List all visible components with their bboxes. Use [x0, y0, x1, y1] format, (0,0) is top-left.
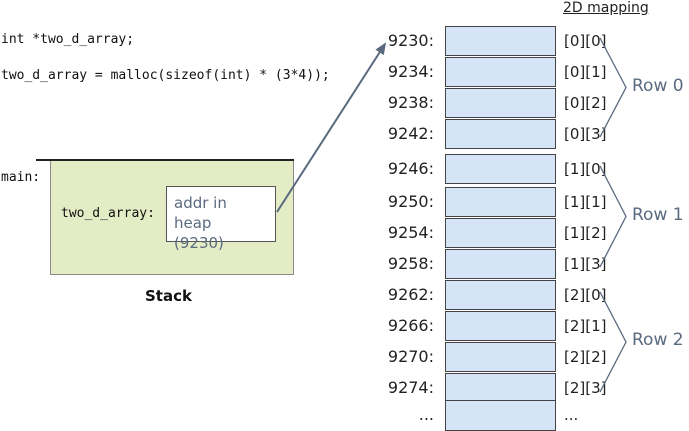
heap-cell: [445, 187, 556, 217]
heap-cell: [445, 119, 556, 149]
mapping-header: 2D mapping: [563, 0, 649, 16]
heap-cell: [445, 400, 556, 431]
stack-frame-top-line: [36, 159, 294, 161]
heap-2d-index: [0][2]: [564, 94, 607, 112]
row-label: Row 1: [632, 204, 684, 225]
heap-2d-index: [0][1]: [564, 63, 607, 81]
code-line-malloc: two_d_array = malloc(sizeof(int) * (3*4)…: [1, 68, 330, 83]
heap-address: 9258:: [387, 254, 434, 273]
heap-cell: [445, 57, 556, 87]
heap-cell: [445, 88, 556, 118]
row-label: Row 2: [632, 330, 684, 350]
heap-2d-index: [1][2]: [564, 224, 607, 242]
heap-2d-index: [1][3]: [564, 255, 607, 273]
heap-cell: [445, 26, 556, 56]
heap-address: 9250:: [387, 192, 434, 211]
pointer-variable-label: two_d_array:: [61, 206, 155, 221]
heap-2d-index: [0][3]: [564, 125, 607, 143]
heap-cell: [445, 154, 556, 184]
stack-frame-label: main:: [1, 170, 41, 185]
row-label: Row 0: [632, 75, 684, 96]
stack-caption: Stack: [145, 287, 192, 305]
heap-2d-index: ...: [564, 406, 579, 424]
heap-2d-index: [1][0]: [564, 160, 607, 178]
heap-address: 9254:: [387, 223, 434, 242]
heap-cell: [445, 280, 556, 310]
heap-address: 9234:: [387, 62, 434, 81]
pointer-value-address: (9230): [174, 234, 224, 252]
heap-cell: [445, 311, 556, 341]
code-line-declaration: int *two_d_array;: [1, 32, 135, 47]
pointer-value-box: addr in heap (9230): [166, 186, 276, 252]
heap-2d-index: [0][0]: [564, 32, 607, 50]
heap-address: 9266:: [387, 316, 434, 335]
heap-cell: [445, 218, 556, 248]
heap-2d-index: [2][2]: [564, 348, 607, 366]
heap-address: 9274:: [387, 378, 434, 397]
heap-2d-index: [2][0]: [564, 286, 607, 304]
heap-address: 9242:: [387, 124, 434, 143]
heap-address: 9238:: [387, 93, 434, 112]
heap-2d-index: [2][1]: [564, 317, 607, 335]
pointer-value-text: addr in heap: [174, 194, 227, 232]
heap-address: 9230:: [387, 31, 434, 50]
heap-address: 9262:: [387, 285, 434, 304]
heap-address: 9246:: [387, 159, 434, 178]
heap-2d-index: [1][1]: [564, 193, 607, 211]
heap-address: 9270:: [387, 347, 434, 366]
heap-cell: [445, 249, 556, 279]
heap-cell: [445, 373, 556, 403]
heap-address: ...: [418, 405, 434, 424]
heap-cell: [445, 342, 556, 372]
heap-2d-index: [2][3]: [564, 379, 607, 397]
